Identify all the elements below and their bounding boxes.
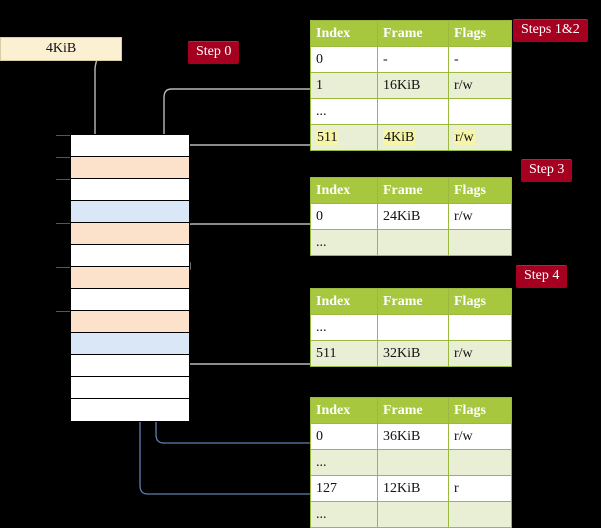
memory-frame-row (71, 399, 189, 421)
memory-row-tick (56, 267, 70, 268)
memory-frame-row (71, 267, 189, 289)
memory-row-tick (56, 311, 70, 312)
memory-frame-row (71, 157, 189, 179)
memory-row-tick (56, 179, 70, 180)
column-header-flags: Flags (448, 177, 512, 204)
cell-flags: r/w (448, 423, 512, 450)
arrow-step4-table3-row511-to-memory (175, 310, 310, 365)
cell-flags: r/w (448, 124, 512, 151)
memory-frame-row (71, 333, 189, 355)
cell-flags-highlight: r/w (454, 129, 475, 145)
memory-frame-row (71, 289, 189, 311)
cell-frame (377, 449, 449, 476)
cell-frame (377, 98, 449, 125)
cell-flags: r/w (448, 203, 512, 230)
memory-frame-row (71, 377, 189, 399)
column-header-index: Index (310, 20, 378, 47)
memory-row-tick (56, 223, 70, 224)
cell-flags (448, 98, 512, 125)
memory-frame-row (71, 135, 189, 157)
source-frame-label: 4KiB (45, 41, 77, 56)
cell-flags (448, 314, 512, 341)
physical-memory-column (70, 134, 190, 422)
cell-frame-highlight: 4KiB (383, 129, 416, 145)
cell-flags (448, 501, 512, 528)
table-row: ... (310, 501, 512, 528)
column-header-frame: Frame (377, 397, 449, 424)
cell-index: ... (310, 314, 378, 341)
cell-frame (377, 314, 449, 341)
memory-frame-row (71, 311, 189, 333)
column-header-flags: Flags (448, 288, 512, 315)
column-header-flags: Flags (448, 397, 512, 424)
table-row: ... (310, 229, 512, 256)
cell-frame (377, 501, 449, 528)
cell-frame (377, 229, 449, 256)
arrow-step2-table1-row511-to-memory (175, 144, 310, 226)
cell-index: ... (310, 501, 378, 528)
cell-flags (448, 449, 512, 476)
cell-flags: r/w (448, 72, 512, 99)
memory-frame-row (71, 245, 189, 267)
column-header-index: Index (310, 288, 378, 315)
source-frame-box: 4KiB (0, 37, 122, 61)
badge-step-0: Step 0 (188, 41, 240, 64)
cell-index: ... (310, 449, 378, 476)
badge-step-4: Step 4 (516, 265, 568, 288)
cell-index: ... (310, 98, 378, 125)
column-header-frame: Frame (377, 288, 449, 315)
cell-flags: r/w (448, 340, 512, 367)
memory-frame-row (71, 355, 189, 377)
table-row: 0-- (310, 46, 512, 73)
cell-index-highlight: 511 (316, 129, 339, 145)
cell-frame: 24KiB (377, 203, 449, 230)
badge-step-3: Step 3 (521, 159, 573, 182)
cell-index: 511 (310, 124, 378, 151)
cell-flags (448, 229, 512, 256)
column-header-index: Index (310, 177, 378, 204)
column-header-index: Index (310, 397, 378, 424)
cell-frame: - (377, 46, 449, 73)
table-row: ... (310, 314, 512, 341)
memory-row-tick (56, 135, 70, 136)
table-row: ... (310, 449, 512, 476)
memory-frame-row (71, 223, 189, 245)
cell-frame: 12KiB (377, 475, 449, 502)
arrow-step3-table2-row0-to-memory (183, 223, 310, 270)
cell-flags: - (448, 46, 512, 73)
column-header-frame: Frame (377, 177, 449, 204)
cell-flags: r (448, 475, 512, 502)
cell-index: 0 (310, 423, 378, 450)
cell-index: ... (310, 229, 378, 256)
cell-index: 0 (310, 203, 378, 230)
cell-index: 0 (310, 46, 378, 73)
cell-frame: 4KiB (377, 124, 449, 151)
cell-index: 127 (310, 475, 378, 502)
table-row: ... (310, 98, 512, 125)
badge-steps-1-2: Steps 1&2 (513, 19, 588, 42)
table-row: 511 4KiB r/w (310, 124, 512, 151)
cell-frame: 36KiB (377, 423, 449, 450)
column-header-flags: Flags (448, 20, 512, 47)
memory-frame-row (71, 179, 189, 201)
memory-row-tick (56, 157, 70, 158)
cell-frame: 16KiB (377, 72, 449, 99)
cell-index: 511 (310, 340, 378, 367)
column-header-frame: Frame (377, 20, 449, 47)
cell-frame: 32KiB (377, 340, 449, 367)
cell-index: 1 (310, 72, 378, 99)
memory-frame-row (71, 201, 189, 223)
